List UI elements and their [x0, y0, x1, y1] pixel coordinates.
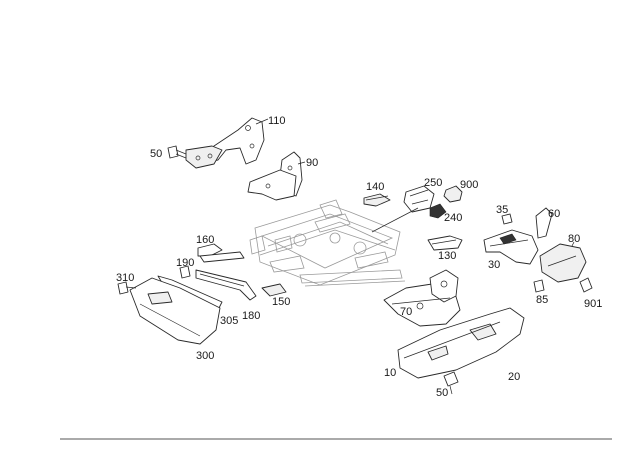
part-35-screw — [501, 213, 513, 225]
label-110: 110 — [268, 115, 286, 127]
label-310: 310 — [116, 272, 134, 284]
part-50-screw-bottom — [443, 371, 459, 395]
label-10: 10 — [384, 367, 396, 379]
label-240: 240 — [444, 212, 462, 224]
part-80-cover — [539, 241, 587, 283]
part-900-connector — [443, 185, 463, 203]
label-50-top: 50 — [150, 148, 162, 160]
part-300-trim-panel — [129, 277, 221, 345]
part-30-mechanism — [483, 229, 539, 265]
part-110-bracket — [185, 117, 269, 169]
part-85-screw — [533, 279, 545, 293]
part-250-switch — [403, 185, 435, 213]
part-180-rail — [195, 269, 257, 301]
label-60: 60 — [548, 208, 560, 220]
label-140: 140 — [366, 181, 384, 193]
label-300: 300 — [196, 350, 214, 362]
label-85: 85 — [536, 294, 548, 306]
label-20: 20 — [508, 371, 520, 383]
label-250: 250 — [424, 177, 442, 189]
cable-line — [371, 207, 419, 233]
part-240-knob — [429, 203, 447, 219]
label-80: 80 — [568, 233, 580, 245]
part-50-screw-top — [167, 145, 187, 159]
label-35: 35 — [496, 204, 508, 216]
part-130-bracket — [427, 235, 463, 251]
label-190: 190 — [176, 257, 194, 269]
part-90-bracket — [247, 151, 306, 201]
part-140-clip — [363, 193, 391, 207]
part-70-housing — [383, 269, 461, 327]
part-160-bracket — [197, 243, 245, 263]
label-160: 160 — [196, 234, 214, 246]
part-901-screw — [579, 277, 593, 293]
label-150: 150 — [272, 296, 290, 308]
label-305: 305 — [220, 315, 238, 327]
part-150-clip — [261, 283, 287, 297]
part-labels: 110 50 90 140 250 900 240 35 60 80 160 1… — [116, 115, 602, 399]
label-900: 900 — [460, 179, 478, 191]
part-60-bracket — [535, 207, 553, 239]
label-901: 901 — [584, 298, 602, 310]
label-130: 130 — [438, 250, 456, 262]
seat-frame — [249, 199, 406, 287]
label-30: 30 — [488, 259, 500, 271]
label-180: 180 — [242, 310, 260, 322]
part-10-20-trim-cover — [397, 307, 525, 379]
part-190-pin — [179, 265, 191, 279]
label-70: 70 — [400, 306, 412, 318]
label-90: 90 — [306, 157, 318, 169]
part-310-screw — [117, 281, 137, 295]
label-50-bottom: 50 — [436, 387, 448, 399]
